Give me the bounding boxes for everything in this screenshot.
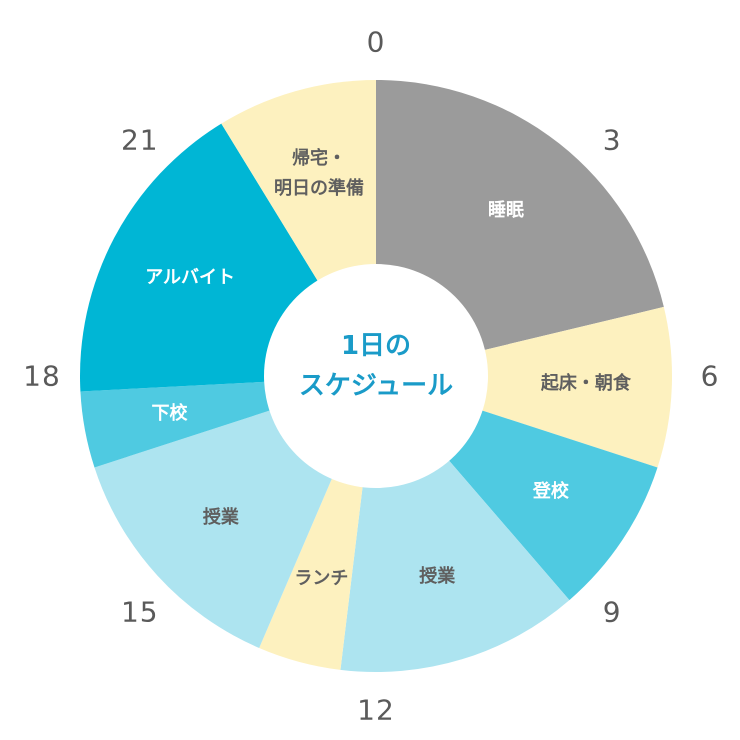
chart-title: 1日の スケジュール <box>299 326 453 406</box>
hour-label: 15 <box>120 595 159 629</box>
hour-label: 21 <box>120 123 159 157</box>
slice-label: 起床・朝食 <box>540 373 631 395</box>
hour-label: 0 <box>366 25 386 59</box>
slice-label: 授業 <box>419 565 456 587</box>
slice-label: ランチ <box>294 567 349 589</box>
center-hole <box>264 264 488 488</box>
slice-label: アルバイト <box>145 267 236 289</box>
hour-label: 3 <box>602 123 622 157</box>
slice-1 <box>376 306 672 468</box>
hour-label: 6 <box>700 359 720 393</box>
chart-title-line2: スケジュール <box>298 371 454 401</box>
hour-label: 9 <box>602 595 622 629</box>
slice-label: 登校 <box>532 481 569 503</box>
hour-label: 18 <box>23 359 61 393</box>
hour-label: 12 <box>357 693 395 727</box>
slice-label: 帰宅・明日の準備 <box>273 147 364 199</box>
chart-title-line1: 1日の <box>340 331 412 361</box>
slice-label: 下校 <box>151 403 188 425</box>
slice-label: 睡眠 <box>488 200 524 222</box>
slice-label: 授業 <box>202 506 239 528</box>
